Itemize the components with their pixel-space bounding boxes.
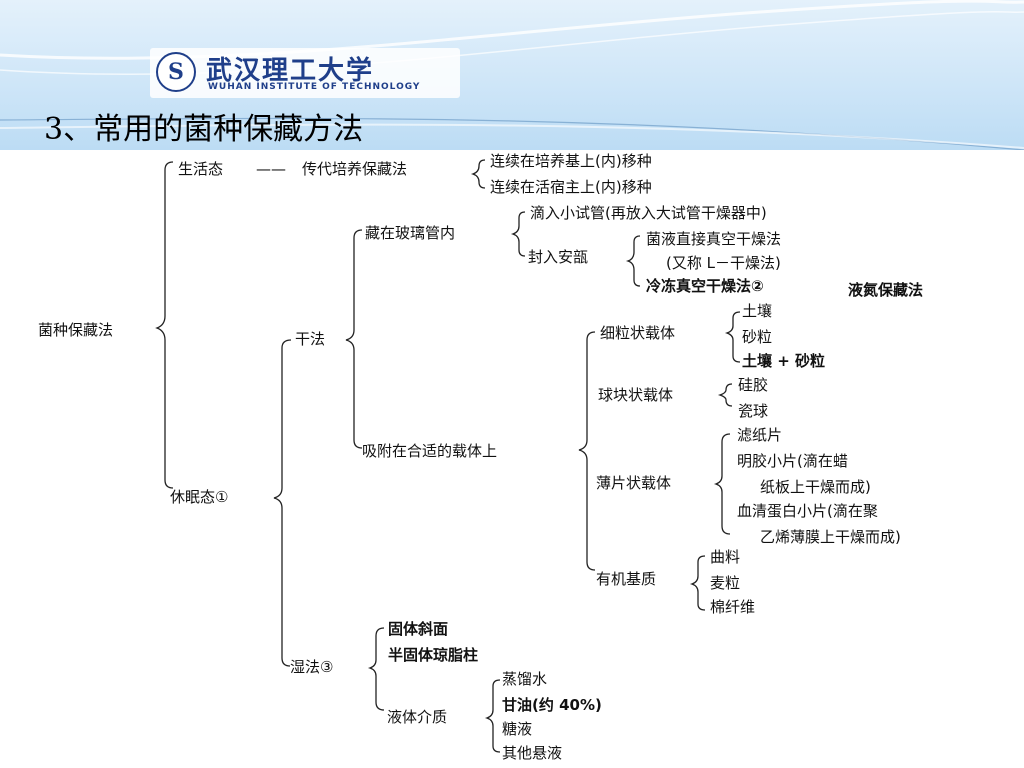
node-fine-item: 砂粒 (742, 328, 772, 346)
node-wet-semi: 半固体琼脂柱 (388, 646, 478, 664)
node-liquid-item: 糖液 (502, 720, 532, 738)
school-seal-icon: S (156, 52, 196, 92)
bracket-dormant (273, 339, 292, 667)
node-adsorb: 吸附在合适的载体上 (362, 442, 497, 460)
school-name-en: WUHAN INSTITUTE OF TECHNOLOGY (208, 82, 421, 92)
bracket-lump (717, 383, 733, 407)
node-sheet-item: 血清蛋白小片(滴在聚 (737, 502, 878, 520)
node-sheet-item: 滤纸片 (737, 426, 782, 444)
node-dry: 干法 (295, 330, 325, 348)
school-name-cn: 武汉理工大学 (206, 56, 375, 86)
school-logo: S 武汉理工大学 WUHAN INSTITUTE OF TECHNOLOGY (150, 48, 460, 98)
node-wet-slant: 固体斜面 (388, 620, 448, 638)
node-liquid: 液体介质 (387, 708, 447, 726)
bracket-wet (367, 627, 385, 711)
node-organic: 有机基质 (596, 570, 656, 588)
node-root: 菌种保藏法 (38, 321, 113, 339)
preservation-tree-diagram: 菌种保藏法 生活态 —— 传代培养保藏法 连续在培养基上(内)移种 连续在活宿主… (38, 152, 923, 762)
bracket-fine (724, 311, 741, 363)
node-organic-item: 棉纤维 (710, 598, 755, 616)
node-lump-item: 硅胶 (738, 376, 768, 394)
slide-title: 3、常用的菌种保藏方法 (44, 112, 364, 147)
node-glass: 藏在玻璃管内 (365, 224, 455, 242)
node-living-item: 连续在培养基上(内)移种 (490, 152, 652, 170)
node-sheet-item: 乙烯薄膜上干燥而成) (760, 528, 901, 546)
bracket-organic (689, 555, 706, 611)
node-sheet: 薄片状载体 (596, 474, 671, 492)
node-living-connector: —— (256, 160, 286, 178)
node-lump: 球块状载体 (598, 386, 673, 404)
node-lump-item: 瓷球 (738, 402, 768, 420)
node-sheet-item: 明胶小片(滴在蜡 (737, 452, 848, 470)
node-organic-item: 麦粒 (710, 574, 740, 592)
bracket-liquid (484, 679, 501, 753)
seal-glyph: S (168, 59, 184, 85)
bracket-glass (510, 211, 526, 257)
node-glass-drop: 滴入小试管(再放入大试管干燥器中) (530, 204, 767, 222)
bracket-dry (345, 229, 363, 449)
node-living: 生活态 (178, 160, 223, 178)
node-liquid-nitrogen: 液氮保藏法 (848, 281, 923, 299)
node-dormant: 休眠态① (170, 488, 228, 506)
node-wet: 湿法③ (290, 658, 333, 676)
node-ampoule-item: (又称 L－干燥法) (666, 254, 781, 272)
node-freeze-vacuum: 冷冻真空干燥法② (646, 277, 764, 295)
node-liquid-item: 甘油(约 40%) (502, 696, 602, 714)
bracket-living (470, 159, 486, 189)
node-fine-item: 土壤 + 砂粒 (742, 352, 825, 370)
node-fine-item: 土壤 (742, 302, 772, 320)
node-sheet-item: 纸板上干燥而成) (760, 478, 871, 496)
node-liquid-item: 其他悬液 (502, 744, 562, 762)
node-liquid-item: 蒸馏水 (502, 670, 547, 688)
bracket-adsorb (578, 331, 596, 571)
bracket-root (155, 161, 174, 489)
bracket-sheet (713, 433, 731, 535)
node-living-item: 连续在活宿主上(内)移种 (490, 178, 652, 196)
node-fine: 细粒状载体 (600, 324, 675, 342)
node-ampoule: 封入安瓿 (528, 248, 588, 266)
node-ampoule-item: 菌液直接真空干燥法 (646, 230, 781, 248)
slide-header: S 武汉理工大学 WUHAN INSTITUTE OF TECHNOLOGY 3… (0, 0, 1024, 150)
node-living-method: 传代培养保藏法 (302, 160, 407, 178)
node-organic-item: 曲料 (710, 548, 740, 566)
bracket-ampoule (625, 235, 641, 287)
